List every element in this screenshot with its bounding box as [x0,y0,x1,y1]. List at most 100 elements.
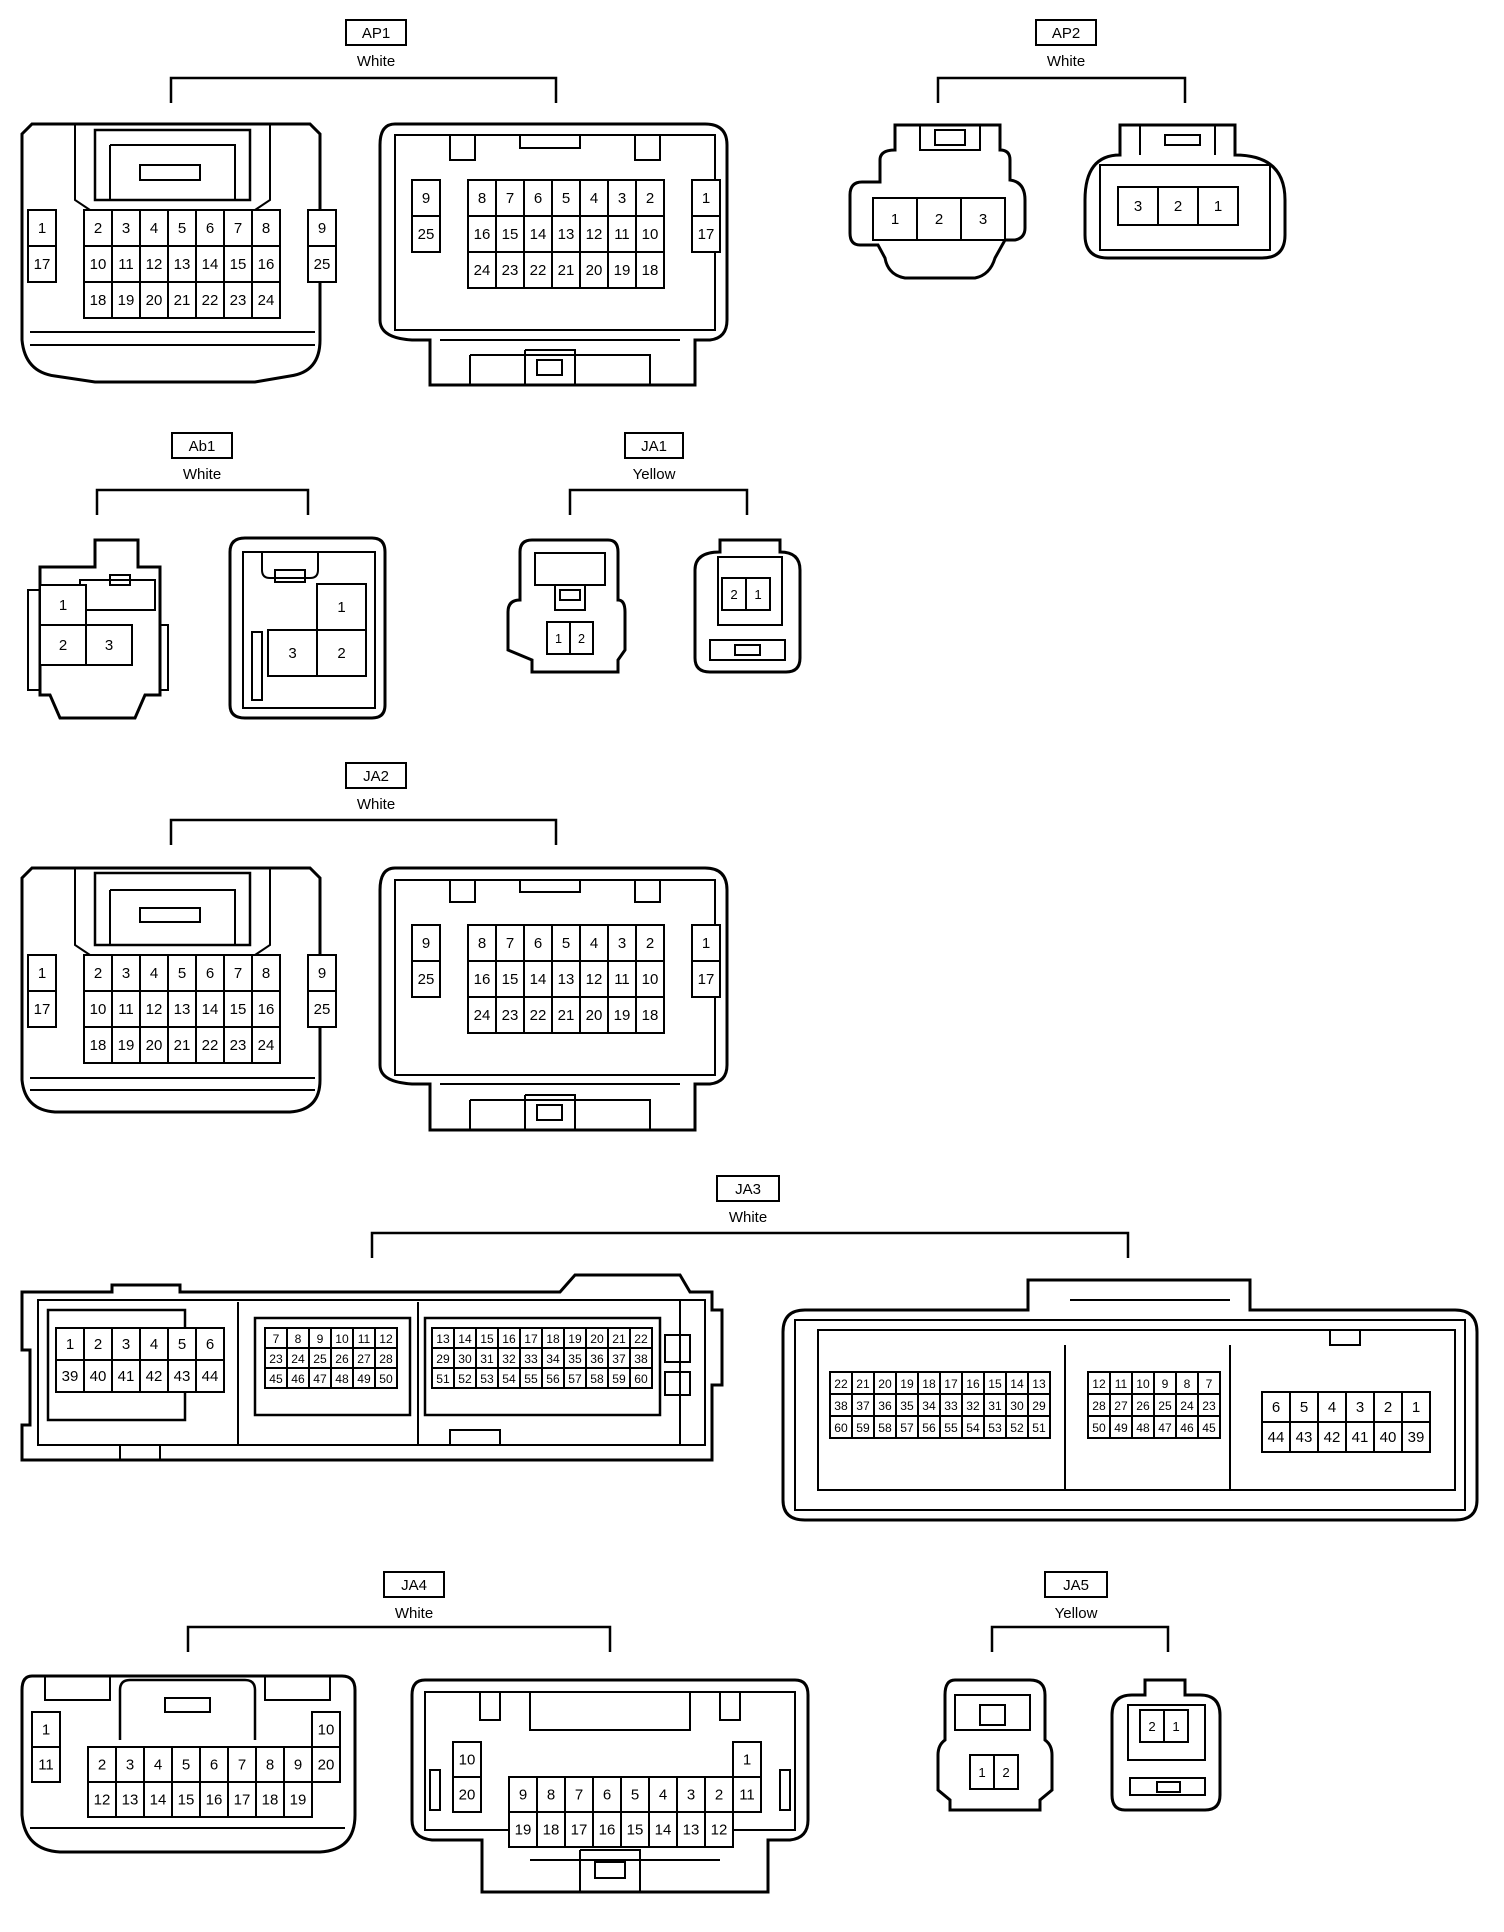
pin-number: 2 [94,1336,102,1353]
pin-number: 7 [273,1332,280,1346]
pin-cavity [960,197,1006,241]
pin-cavity [223,209,253,247]
pin-cavity [704,1776,734,1813]
pin-number: 9 [317,1332,324,1346]
pin-cavity [721,577,747,611]
pin-number: 5 [562,190,570,207]
pin-cavity [579,251,609,289]
pin-number: 8 [266,1757,274,1774]
pin-number: 14 [150,1792,167,1809]
pin-number: 21 [558,262,575,279]
pin-cavity [167,1026,197,1064]
pin-number: 11 [1115,1377,1128,1391]
pin-cavity [87,1781,117,1818]
pin-number: 15 [502,971,519,988]
pin-number: 1 [42,1722,50,1739]
pin-number: 3 [1134,198,1142,215]
pin-number: 4 [150,220,158,237]
pin-number: 57 [900,1421,914,1435]
pin-number: 35 [900,1399,914,1413]
pin-cavity [311,1746,341,1783]
pin-cavity [307,209,337,247]
pin-number: 48 [1136,1421,1150,1435]
pin-cavity [1345,1391,1375,1423]
pin-number: 6 [534,935,542,952]
pin-cavity [251,954,281,992]
pin-number: 42 [146,1368,163,1385]
pin-cavity [569,621,594,655]
pin-cavity [111,281,141,319]
pin-number: 12 [146,1001,163,1018]
pin-number: 59 [856,1421,870,1435]
pin-cavity [39,584,87,626]
pin-number: 23 [269,1352,283,1366]
pin-number: 1 [702,190,710,207]
pin-cavity [316,583,367,631]
pin-number: 29 [436,1352,450,1366]
connector-id: JA3 [735,1181,761,1198]
pin-cavity [467,179,497,217]
pin-number: 34 [546,1352,560,1366]
pin-number: 1 [702,935,710,952]
pin-number: 53 [988,1421,1002,1435]
pin-number: 5 [178,1336,186,1353]
pin-number: 24 [1180,1399,1194,1413]
pin-number: 2 [935,211,943,228]
pin-number: 1 [743,1752,751,1769]
pin-number: 3 [618,935,626,952]
pin-number: 1 [1412,1399,1420,1416]
connector-color: Yellow [633,466,676,483]
pin-number: 24 [258,292,275,309]
pin-number: 14 [530,971,547,988]
pin-number: 32 [966,1399,980,1413]
pin-cavity [969,1754,995,1790]
pin-number: 25 [313,1352,327,1366]
pin-number: 49 [1114,1421,1128,1435]
pin-number: 55 [944,1421,958,1435]
pin-number: 3 [105,637,113,654]
pin-cavity [374,1367,398,1389]
pin-cavity [195,1359,225,1393]
pin-cavity [27,245,57,283]
pin-number: 7 [234,965,242,982]
pin-cavity [39,624,87,666]
pin-number: 10 [642,971,659,988]
pin-number: 24 [474,1007,491,1024]
pin-number: 11 [118,1001,134,1018]
pin-number: 22 [834,1377,848,1391]
pin-number: 13 [174,256,191,273]
pin-number: 2 [98,1757,106,1774]
pin-cavity [564,1811,594,1848]
pin-number: 19 [614,1007,631,1024]
pin-cavity [227,1746,257,1783]
pin-cavity [1317,1421,1347,1453]
pin-number: 16 [258,1001,275,1018]
pin-number: 54 [502,1372,516,1386]
pin-number: 9 [1162,1377,1169,1391]
pin-number: 1 [754,587,761,602]
pin-cavity [83,245,113,283]
pin-number: 15 [502,226,519,243]
pin-cavity [227,1781,257,1818]
pin-number: 17 [34,1001,51,1018]
pin-number: 19 [290,1792,307,1809]
pin-number: 16 [258,256,275,273]
pin-number: 6 [206,220,214,237]
pin-cavity [167,1359,197,1393]
pin-number: 12 [94,1792,111,1809]
pin-number: 12 [586,971,603,988]
pin-number: 13 [1032,1377,1046,1391]
pin-number: 53 [480,1372,494,1386]
pin-cavity [872,197,918,241]
pin-number: 10 [318,1722,335,1739]
pin-cavity [27,990,57,1028]
pin-number: 22 [634,1332,648,1346]
pin-cavity [307,954,337,992]
pin-number: 22 [530,262,547,279]
pin-cavity [195,1026,225,1064]
